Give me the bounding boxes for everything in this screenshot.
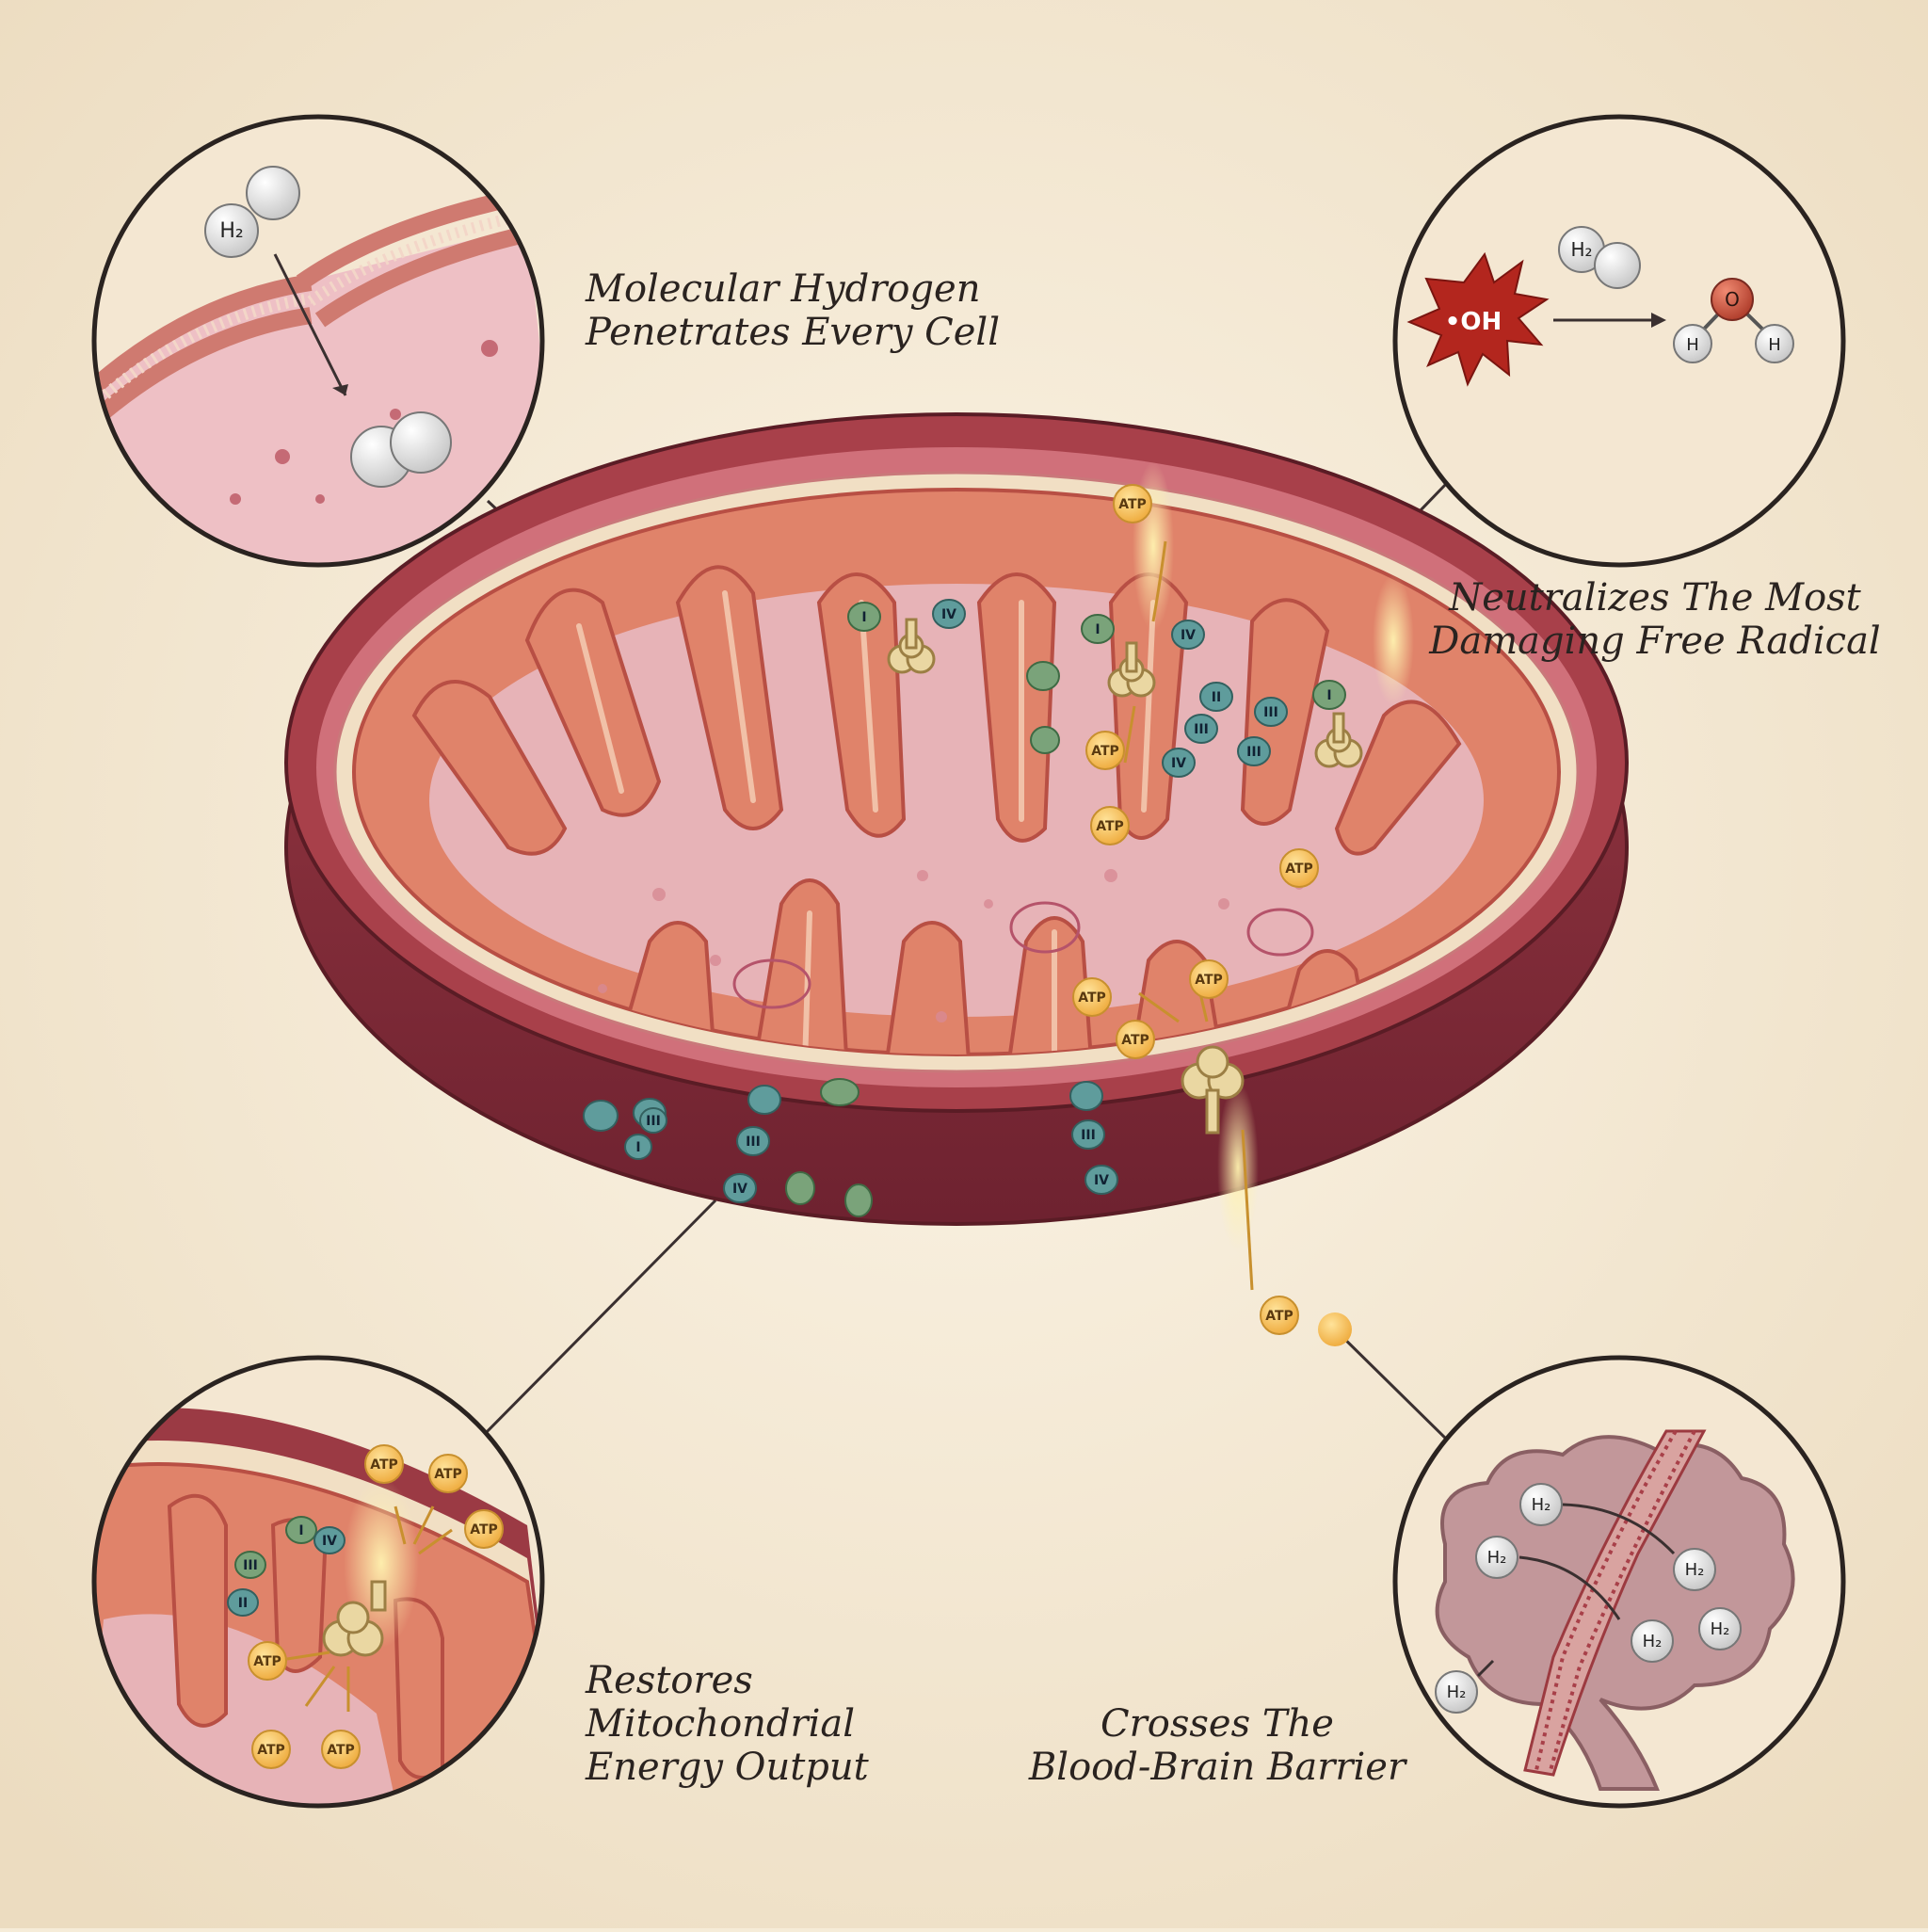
caption-line: Molecular Hydrogen xyxy=(586,267,981,311)
h2-molecule-icon xyxy=(350,411,452,488)
svg-text:•OH: •OH xyxy=(1445,308,1502,336)
h2-molecule-icon: H₂ xyxy=(1698,1607,1742,1650)
svg-text:I: I xyxy=(298,1523,303,1538)
h2-molecule-icon: H₂ xyxy=(1519,1483,1563,1526)
svg-text:ATP: ATP xyxy=(370,1457,398,1473)
svg-text:ATP: ATP xyxy=(327,1743,355,1758)
h2-molecule-icon: H₂ xyxy=(204,166,300,258)
caption-crosses: Crosses The Blood-Brain Barrier xyxy=(1024,1702,1410,1789)
svg-text:III: III xyxy=(646,1114,661,1129)
hydroxyl-radical-icon: •OH xyxy=(1406,251,1550,387)
svg-text:H: H xyxy=(1686,335,1699,355)
caption-line: Neutralizes The Most xyxy=(1449,576,1861,620)
svg-text:H₂: H₂ xyxy=(219,219,243,243)
svg-text:III: III xyxy=(1081,1128,1096,1143)
h2-molecule-icon: H₂ xyxy=(1673,1548,1716,1591)
caption-neutralizes: Neutralizes The Most Damaging Free Radic… xyxy=(1429,576,1881,663)
svg-text:H₂: H₂ xyxy=(1570,238,1592,261)
svg-text:O: O xyxy=(1725,288,1740,311)
svg-text:ATP: ATP xyxy=(1091,744,1119,759)
svg-text:III: III xyxy=(746,1135,761,1150)
svg-text:I: I xyxy=(1095,622,1100,637)
svg-text:III: III xyxy=(1194,722,1209,737)
svg-text:ATP: ATP xyxy=(1118,497,1147,512)
caption-line: Energy Output xyxy=(586,1746,869,1789)
svg-text:ATP: ATP xyxy=(1285,861,1313,877)
caption-line: Blood-Brain Barrier xyxy=(1028,1746,1406,1789)
svg-text:ATP: ATP xyxy=(434,1467,462,1482)
h2-molecule-icon: H₂ xyxy=(1435,1670,1478,1714)
svg-text:IV: IV xyxy=(732,1182,747,1197)
svg-text:H₂: H₂ xyxy=(1685,1560,1705,1580)
svg-text:IV: IV xyxy=(322,1534,337,1549)
inset-crosses-bbb: H₂ H₂ H₂ H₂ H₂ H₂ xyxy=(1392,1355,1846,1809)
svg-text:ATP: ATP xyxy=(1121,1033,1149,1048)
svg-text:ATP: ATP xyxy=(257,1743,285,1758)
atp-trail-arrows xyxy=(1123,540,1254,1291)
svg-text:ATP: ATP xyxy=(253,1654,281,1669)
caption-restores: Restores Mitochondrial Energy Output xyxy=(586,1659,869,1789)
h2-molecule-icon: H₂ xyxy=(1631,1619,1674,1663)
svg-text:H₂: H₂ xyxy=(1447,1682,1467,1702)
caption-line: Penetrates Every Cell xyxy=(586,311,1001,354)
svg-text:ATP: ATP xyxy=(1078,990,1106,1006)
svg-text:I: I xyxy=(861,610,866,625)
svg-text:H₂: H₂ xyxy=(1643,1632,1663,1651)
svg-text:ATP: ATP xyxy=(470,1522,498,1538)
caption-line: Mitochondrial xyxy=(586,1702,856,1746)
h2-labels-inset: H₂ H₂ H₂ H₂ H₂ H₂ xyxy=(1435,1483,1742,1714)
svg-text:ATP: ATP xyxy=(1195,973,1223,988)
caption-penetrates: Molecular Hydrogen Penetrates Every Cell xyxy=(586,267,1000,354)
svg-text:III: III xyxy=(243,1558,258,1573)
caption-line: Crosses The xyxy=(1101,1702,1334,1746)
caption-line: Damaging Free Radical xyxy=(1429,620,1881,663)
complex-icons-main: I IV I IV II III IV III III I I III III … xyxy=(583,599,1346,1217)
svg-text:III: III xyxy=(1263,705,1278,720)
atp-synthase-icon xyxy=(887,618,1363,1135)
svg-text:IV: IV xyxy=(941,607,956,622)
atp-glow-marker xyxy=(1318,1312,1352,1346)
svg-text:II: II xyxy=(1212,690,1221,705)
svg-text:IV: IV xyxy=(1094,1173,1109,1188)
svg-text:II: II xyxy=(238,1596,248,1611)
svg-text:I: I xyxy=(1326,688,1331,703)
atp-icons-inset: ATP ATP ATP ATP ATP ATP xyxy=(248,1444,504,1769)
atp-icons-main: ATP ATP ATP ATP ATP ATP ATP ATP xyxy=(1072,484,1319,1335)
blood-vessel-icon xyxy=(1523,1429,1707,1777)
inset-penetrates-cell: H₂ xyxy=(91,114,545,568)
atp-synthase-icon xyxy=(322,1580,387,1657)
inset-neutralizes-radical: •OH H₂ O H H xyxy=(1392,114,1846,568)
svg-text:ATP: ATP xyxy=(1265,1309,1293,1324)
svg-text:IV: IV xyxy=(1181,628,1196,643)
mitochondrion xyxy=(284,412,1629,1226)
svg-text:ATP: ATP xyxy=(1096,819,1124,834)
svg-text:III: III xyxy=(1246,745,1261,760)
caption-line: Restores xyxy=(586,1659,753,1702)
svg-text:IV: IV xyxy=(1171,756,1186,771)
h2-molecule-icon: H₂ xyxy=(1558,226,1641,289)
complex-icons-inset: I IV III II xyxy=(227,1516,345,1617)
svg-text:I: I xyxy=(635,1140,640,1155)
svg-text:H₂: H₂ xyxy=(1487,1548,1507,1568)
svg-text:H₂: H₂ xyxy=(1711,1619,1730,1639)
svg-text:H₂: H₂ xyxy=(1532,1495,1551,1515)
svg-text:H: H xyxy=(1768,335,1781,355)
h2-molecule-icon: H₂ xyxy=(1475,1536,1518,1579)
water-molecule-icon: O H H xyxy=(1673,278,1794,363)
